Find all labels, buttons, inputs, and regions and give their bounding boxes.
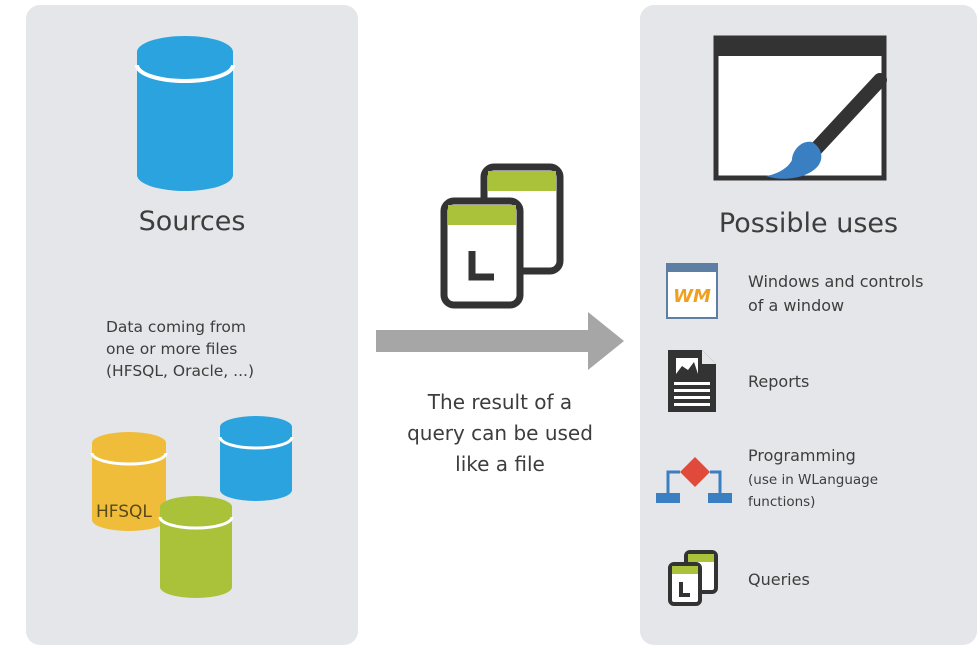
window-wm-icon: WM bbox=[666, 263, 718, 319]
use-item-reports: Reports bbox=[748, 372, 810, 391]
uses-title: Possible uses bbox=[718, 208, 899, 239]
sources-title: Sources bbox=[138, 206, 246, 237]
use-item-queries: Queries bbox=[748, 570, 810, 589]
use-item-windows-1: Windows and controls bbox=[748, 272, 924, 291]
use-item-programming-3: functions) bbox=[748, 494, 816, 510]
window-paintbrush-icon bbox=[713, 35, 887, 181]
query-caption-2: query can be used bbox=[407, 421, 593, 445]
hfsql-label: HFSQL bbox=[96, 502, 152, 522]
queries-icon bbox=[668, 550, 718, 606]
query-result-icon bbox=[440, 163, 564, 309]
database-icon bbox=[135, 36, 235, 191]
use-item-programming-2: (use in WLanguage bbox=[748, 472, 879, 488]
svg-text:WM: WM bbox=[673, 286, 711, 307]
sources-description-2: one or more files bbox=[106, 340, 238, 358]
use-item-windows-2: of a window bbox=[748, 296, 845, 315]
database-cluster-icon bbox=[90, 416, 294, 598]
programming-icon bbox=[656, 457, 732, 503]
flow-arrow-icon bbox=[376, 312, 624, 370]
use-item-programming-1: Programming bbox=[748, 446, 856, 465]
query-caption-1: The result of a bbox=[427, 390, 573, 414]
report-icon bbox=[668, 350, 716, 412]
sources-description-1: Data coming from bbox=[106, 318, 247, 336]
query-caption-3: like a file bbox=[455, 452, 545, 476]
sources-description-3: (HFSQL, Oracle, ...) bbox=[106, 362, 254, 380]
